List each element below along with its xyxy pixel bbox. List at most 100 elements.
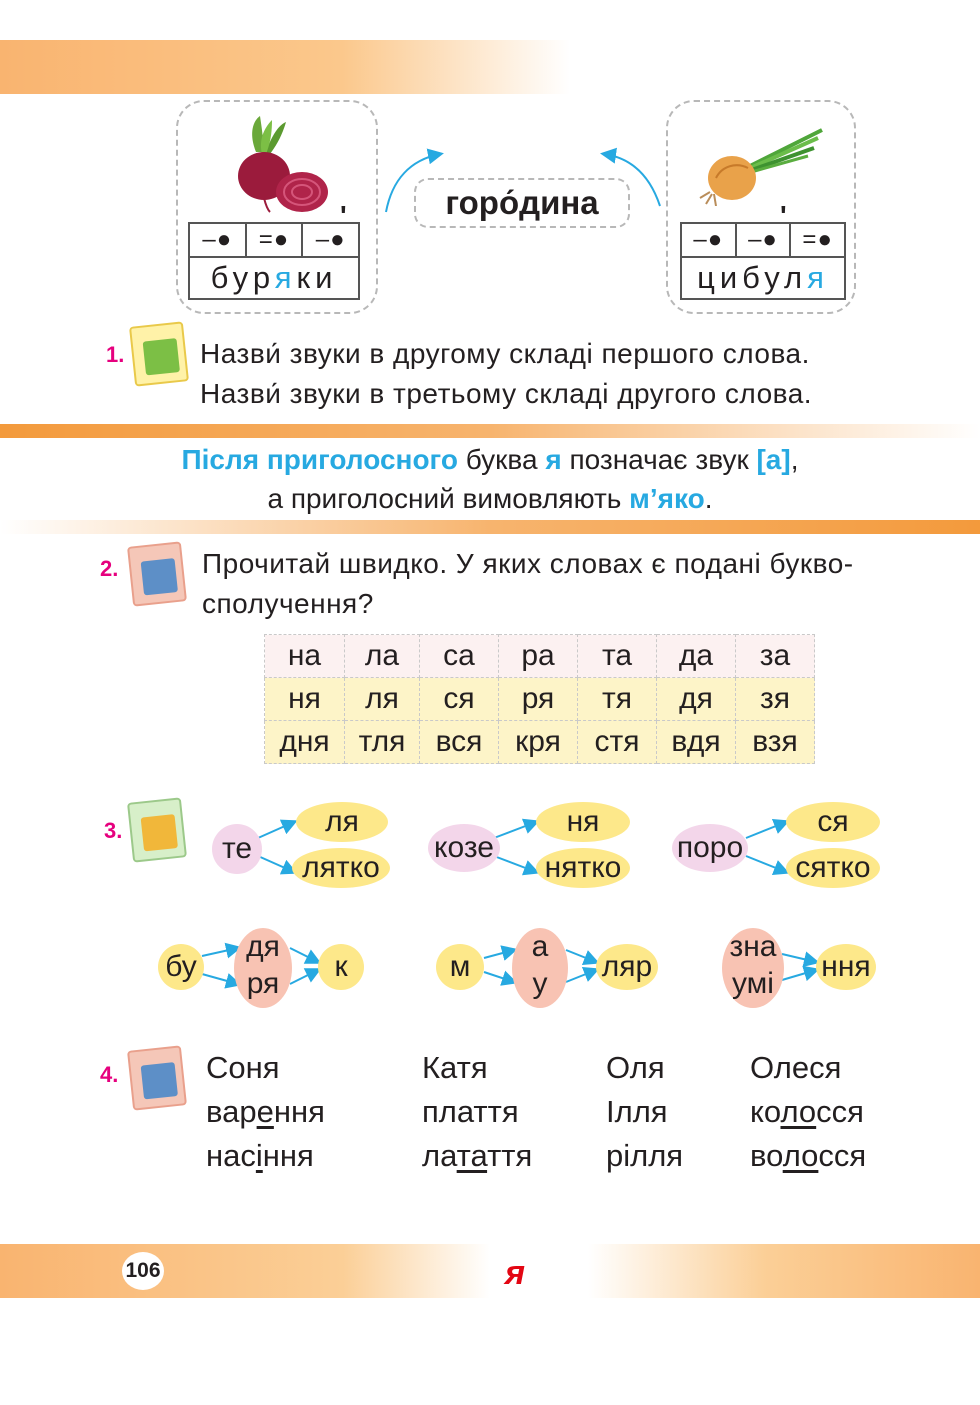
letter-blocks-icon	[127, 797, 187, 863]
scheme-cell: –●	[737, 224, 792, 256]
stress-mark: ʹ	[340, 200, 347, 231]
scheme-cell: –●	[682, 224, 737, 256]
ending-oval: сятко	[786, 848, 880, 888]
chain-end-oval: ння	[816, 944, 876, 990]
chain-middle-bottom: умі	[732, 967, 774, 1000]
onion-icon	[699, 128, 823, 206]
table-cell: дя	[656, 677, 736, 721]
table-cell: ня	[264, 677, 345, 721]
table-cell: зя	[735, 677, 815, 721]
ending-oval: ля	[296, 802, 388, 842]
task-number: 3.	[104, 818, 123, 843]
word: волосся	[750, 1138, 867, 1173]
table-row: ня ля ся ря тя дя зя	[264, 677, 815, 721]
chain-middle-bottom: у	[532, 967, 548, 1000]
word-column: Соня варення насіння	[206, 1046, 325, 1178]
table-row: на ла са ра та да за	[264, 634, 815, 678]
word: Соня	[206, 1050, 280, 1085]
word: Оля	[606, 1050, 665, 1085]
table-cell: на	[264, 634, 345, 678]
chain-middle-oval: а у	[512, 928, 568, 1008]
task-line: Назви́ звуки в другому складі першого сл…	[200, 338, 810, 369]
rule-band-top	[0, 424, 980, 438]
task-number: 1.	[106, 342, 125, 367]
scheme-word-buriaky: буряки	[210, 260, 338, 295]
scheme-cell: =●	[802, 226, 833, 253]
books-icon	[127, 1045, 187, 1111]
rule-band-bottom	[0, 520, 980, 534]
syllable-table: на ла са ра та да за ня ля ся ря тя дя з…	[264, 634, 815, 764]
word: колосся	[750, 1094, 864, 1129]
table-cell: тля	[344, 720, 420, 764]
center-word: горо́дина	[414, 178, 630, 228]
beet-sound-scheme: –● =● –● буряки	[188, 222, 360, 300]
beet-icon	[238, 116, 328, 213]
ending-oval: нятко	[536, 848, 630, 888]
word: Катя	[422, 1050, 488, 1085]
word: насіння	[206, 1138, 314, 1173]
chain-middle-oval: дя ря	[234, 928, 292, 1008]
table-cell: кря	[498, 720, 578, 764]
task1-text: Назви́ звуки в другому складі першого сл…	[200, 334, 812, 414]
table-cell: вся	[419, 720, 499, 764]
table-cell: дня	[264, 720, 345, 764]
chain-start-oval: бу	[158, 944, 204, 990]
stress-mark: ʹ	[780, 200, 787, 231]
ending-oval: ся	[786, 802, 880, 842]
task-line: сполучення?	[202, 588, 374, 619]
task-line: Назви́ звуки в третьому складі другого с…	[200, 378, 813, 409]
stem-oval: козе	[428, 824, 500, 872]
word: латаття	[422, 1138, 533, 1173]
rule-line-1: Після приголосного буква я позначає звук…	[181, 444, 799, 475]
onion-sound-scheme: –● –● =● цибуля	[680, 222, 846, 300]
table-cell: взя	[735, 720, 815, 764]
table-cell: тя	[577, 677, 657, 721]
word-column: Катя плаття латаття	[422, 1046, 532, 1178]
table-cell: стя	[577, 720, 657, 764]
scheme-word-tsybulia: цибуля	[697, 260, 829, 295]
question-book-icon	[129, 321, 189, 387]
top-band	[0, 40, 570, 94]
chain-middle-bottom: ря	[246, 967, 280, 1000]
chain-middle-oval: зна умі	[722, 928, 784, 1008]
table-cell: вдя	[656, 720, 736, 764]
word: Ілля	[606, 1094, 668, 1129]
chapter-letter: я	[504, 1254, 526, 1292]
stem-oval: те	[212, 824, 262, 874]
table-cell: та	[577, 634, 657, 678]
table-cell: ся	[419, 677, 499, 721]
word: варення	[206, 1094, 325, 1129]
chain-middle-top: зна	[729, 930, 777, 963]
table-row: дня тля вся кря стя вдя взя	[264, 720, 815, 764]
task2-text: Прочитай швидко. У яких словах є подані …	[202, 544, 854, 624]
task-number: 2.	[100, 556, 119, 581]
table-cell: да	[656, 634, 736, 678]
table-cell: са	[419, 634, 499, 678]
word: плаття	[422, 1094, 519, 1129]
page-number: 106	[122, 1252, 164, 1290]
rule-line-2: а приголосний вимовляють м’яко.	[267, 483, 713, 514]
table-cell: ра	[498, 634, 578, 678]
chain-middle-top: а	[531, 930, 549, 963]
scheme-cell: –●	[190, 224, 247, 256]
ending-oval: лятко	[292, 848, 390, 888]
word-column: Олеся колосся волосся	[750, 1046, 866, 1178]
task-line: Прочитай швидко. У яких словах є подані …	[202, 548, 854, 579]
scheme-cell: =●	[247, 224, 304, 256]
table-cell: ля	[344, 677, 420, 721]
word: рілля	[606, 1138, 684, 1173]
ending-oval: ня	[536, 802, 630, 842]
table-cell: за	[735, 634, 815, 678]
word: Олеся	[750, 1050, 842, 1085]
chain-end-oval: к	[318, 944, 364, 990]
stem-oval: поро	[672, 824, 748, 872]
word-column: Оля Ілля рілля	[606, 1046, 683, 1178]
chain-start-oval: м	[436, 944, 484, 990]
chain-end-oval: ляр	[596, 944, 658, 990]
books-icon	[127, 541, 187, 607]
chain-middle-top: дя	[246, 930, 280, 963]
table-cell: ла	[344, 634, 420, 678]
scheme-cell: –●	[315, 226, 346, 253]
table-cell: ря	[498, 677, 578, 721]
task-number: 4.	[100, 1062, 119, 1087]
